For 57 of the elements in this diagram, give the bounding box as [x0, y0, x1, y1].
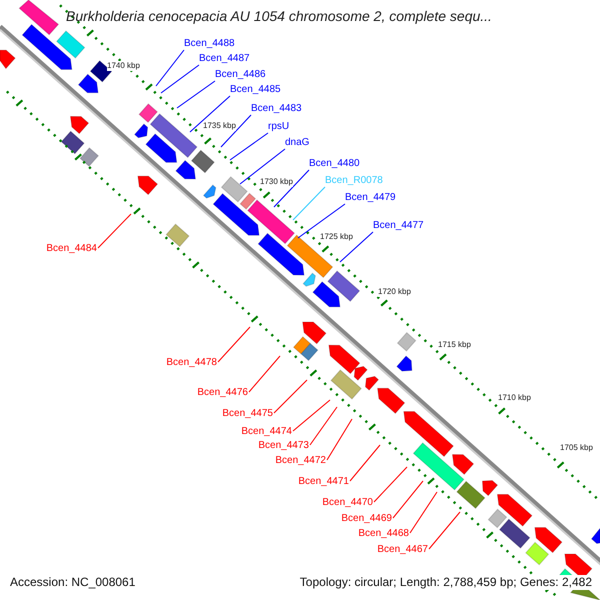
leader-line [292, 400, 330, 432]
gene-label: Bcen_4475 [222, 407, 273, 420]
gene-label: Bcen_4473 [258, 439, 309, 452]
scale-label: 1720 kbp [378, 287, 411, 297]
leader-line [274, 170, 310, 208]
leader-line [176, 80, 216, 108]
gene-label: Bcen_4467 [377, 543, 428, 556]
leader-line [274, 380, 308, 414]
scale-label: 1705 kbp [560, 443, 593, 453]
leader-line [310, 406, 338, 446]
leader-line [428, 512, 460, 550]
leader-line [156, 50, 184, 86]
topology-text: Topology: circular; Length: 2,788,459 bp; Genes: 2,482 [300, 575, 592, 590]
leader-line [298, 204, 346, 238]
title: Burkholderia cenocepacia AU 1054 chromosome 2, complete sequ... [66, 8, 492, 25]
leader-line [98, 214, 132, 248]
leader-line [340, 232, 374, 262]
gene-label: Bcen_4485 [230, 83, 281, 96]
scale-label: 1740 kbp [107, 61, 140, 71]
gene-label: Bcen_4471 [298, 475, 349, 488]
gene-label: Bcen_4483 [251, 102, 302, 115]
leader-line [410, 492, 438, 534]
leader-line [218, 326, 250, 362]
leader-line [392, 480, 424, 518]
gene-label: dnaG [285, 136, 310, 149]
gene-label: Bcen_4479 [345, 191, 396, 204]
scale-label: 1735 kbp [203, 121, 236, 131]
leader-line [248, 356, 280, 392]
leader-line [326, 418, 352, 460]
gene-label: Bcen_R0078 [325, 174, 383, 187]
leader-line [292, 186, 326, 220]
gene-label: rpsU [268, 120, 290, 133]
scale-label: 1710 kbp [498, 393, 531, 403]
leader-line [190, 96, 230, 132]
leader-line [350, 444, 380, 482]
leader-line [374, 466, 408, 502]
scale-label: 1730 kbp [260, 177, 293, 187]
gene-label: Bcen_4470 [322, 496, 373, 509]
gene-label: Bcen_4486 [215, 68, 266, 81]
leader-line [220, 114, 252, 148]
gene-label: Bcen_4487 [199, 52, 250, 65]
gene-label: Bcen_4484 [46, 242, 97, 255]
leader-line [230, 132, 268, 160]
leader-line [160, 64, 200, 94]
accession-text: Accession: NC_008061 [10, 575, 136, 590]
gene-label: Bcen_4480 [309, 157, 360, 170]
gene-label: Bcen_4472 [275, 454, 326, 467]
gene-label: Bcen_4476 [197, 386, 248, 399]
gene-label: Bcen_4478 [166, 356, 217, 369]
scale-label: 1715 kbp [438, 340, 471, 350]
gene-label: Bcen_4488 [184, 37, 235, 50]
leader-line [240, 148, 286, 184]
gene-label: Bcen_4474 [241, 425, 292, 438]
scale-label: 1725 kbp [320, 232, 353, 242]
gene-label: Bcen_4469 [341, 512, 392, 525]
gene-label: Bcen_4468 [358, 527, 409, 540]
gene-label: Bcen_4477 [373, 219, 424, 232]
